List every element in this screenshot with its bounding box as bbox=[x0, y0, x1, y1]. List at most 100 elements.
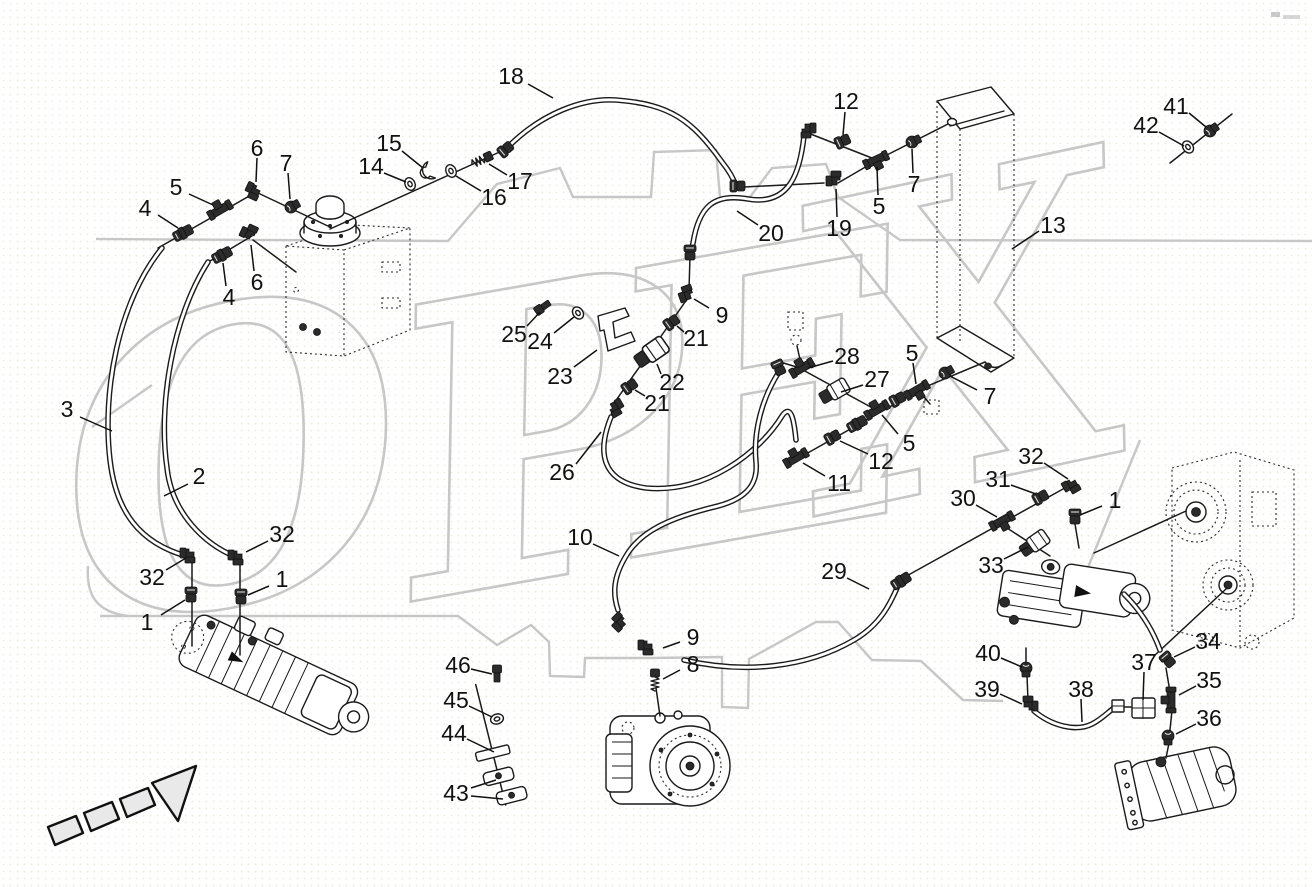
callout-leader-line bbox=[975, 504, 998, 518]
callout-leader-line bbox=[839, 440, 869, 455]
callout-leader-line bbox=[1080, 698, 1083, 723]
callout-leader-line bbox=[222, 262, 227, 287]
callout-45: 45 bbox=[443, 687, 493, 718]
callout-label: 12 bbox=[833, 88, 859, 114]
callout-label: 32 bbox=[269, 521, 295, 547]
callout-leader-line bbox=[662, 669, 681, 680]
block-37 bbox=[1131, 697, 1156, 719]
callout-leader-line bbox=[911, 148, 914, 174]
callout-leader-line bbox=[1175, 723, 1197, 735]
clamp-stack bbox=[474, 683, 528, 806]
callout-35: 35 bbox=[1178, 667, 1222, 696]
callout-32: 32 bbox=[1018, 443, 1069, 480]
callout-leader-line bbox=[1000, 657, 1023, 668]
center-gearbox bbox=[605, 710, 731, 807]
hose-38 bbox=[1031, 705, 1117, 731]
callout-label: 30 bbox=[950, 485, 976, 511]
hose-20 bbox=[688, 133, 807, 256]
callout-5: 5 bbox=[170, 174, 214, 206]
callout-label: 5 bbox=[873, 193, 886, 219]
callout-28: 28 bbox=[807, 343, 860, 369]
callout-leader-line bbox=[1188, 112, 1207, 128]
callout-leader-line bbox=[287, 172, 291, 200]
callout-4: 4 bbox=[222, 262, 236, 310]
callout-16: 16 bbox=[455, 175, 507, 210]
callout-label: 16 bbox=[481, 184, 507, 210]
callout-label: 11 bbox=[827, 470, 851, 496]
callout-leader-line bbox=[1003, 546, 1029, 560]
hydraulic-tank bbox=[285, 195, 411, 357]
callout-label: 6 bbox=[251, 269, 264, 295]
callout-leader-line bbox=[1173, 646, 1196, 658]
hoses bbox=[105, 97, 1163, 731]
callout-leader-line bbox=[912, 362, 917, 385]
callout-label: 39 bbox=[974, 676, 1000, 702]
direction-arrow-icon bbox=[46, 764, 198, 847]
callout-label: 21 bbox=[683, 325, 709, 351]
callout-42: 42 bbox=[1133, 112, 1185, 147]
callout-label: 38 bbox=[1068, 676, 1094, 702]
callout-label: 45 bbox=[443, 687, 469, 713]
hose-34 bbox=[1121, 591, 1163, 653]
callout-leader-line bbox=[575, 431, 602, 465]
callout-leader-line bbox=[553, 316, 575, 334]
callout-label: 40 bbox=[975, 640, 1001, 666]
callout-label: 4 bbox=[223, 284, 236, 310]
callout-leader-line bbox=[1178, 685, 1197, 696]
callout-32: 32 bbox=[245, 521, 295, 553]
callout-label: 7 bbox=[280, 150, 293, 176]
oil-cooler bbox=[936, 86, 1015, 373]
callout-leader-line bbox=[807, 360, 834, 369]
callout-leader-line bbox=[245, 540, 269, 553]
bracket bbox=[597, 307, 636, 352]
callout-leader-line bbox=[1011, 230, 1040, 250]
callout-44: 44 bbox=[441, 720, 495, 753]
callout-11: 11 bbox=[802, 462, 851, 496]
callout-label: 35 bbox=[1196, 667, 1222, 693]
callout-label: 1 bbox=[141, 609, 154, 635]
callout-leader-line bbox=[846, 577, 870, 590]
callout-label: 43 bbox=[443, 780, 469, 806]
callout-label: 37 bbox=[1131, 649, 1157, 675]
callout-10: 10 bbox=[567, 524, 620, 557]
callout-3: 3 bbox=[61, 396, 113, 432]
callout-29: 29 bbox=[821, 558, 870, 590]
callout-leader-line bbox=[466, 738, 495, 753]
left-pump bbox=[171, 614, 370, 736]
callout-leader-line bbox=[656, 363, 662, 375]
hose-2 bbox=[161, 259, 239, 560]
callout-label: 32 bbox=[1018, 443, 1044, 469]
callout-19: 19 bbox=[826, 188, 852, 241]
callout-31: 31 bbox=[985, 466, 1037, 495]
callout-leader-line bbox=[736, 210, 759, 226]
callout-leader-line bbox=[255, 157, 258, 183]
callout-21: 21 bbox=[634, 389, 670, 416]
callout-17: 17 bbox=[488, 163, 533, 194]
callout-leader-line bbox=[188, 193, 214, 206]
callout-9: 9 bbox=[693, 298, 728, 328]
callout-label: 15 bbox=[376, 130, 402, 156]
callout-7: 7 bbox=[908, 148, 920, 197]
callout-leader-line bbox=[999, 693, 1023, 705]
callout-34: 34 bbox=[1173, 628, 1221, 658]
callout-leader-line bbox=[802, 462, 826, 477]
callout-leader-line bbox=[247, 585, 270, 596]
callout-leader-line bbox=[1142, 671, 1145, 701]
callout-leader-line bbox=[527, 83, 554, 99]
callout-leader-line bbox=[835, 188, 838, 218]
callout-label: 33 bbox=[978, 552, 1004, 578]
callout-label: 29 bbox=[821, 558, 847, 584]
callout-5: 5 bbox=[906, 340, 918, 385]
callout-label: 25 bbox=[501, 321, 527, 347]
callout-label: 13 bbox=[1040, 212, 1066, 238]
callout-label: 46 bbox=[445, 652, 471, 678]
callout-label: 8 bbox=[687, 651, 700, 677]
callout-18: 18 bbox=[498, 63, 554, 99]
callout-leader-line bbox=[470, 795, 504, 800]
callout-24: 24 bbox=[527, 316, 575, 354]
right-gearbox bbox=[1165, 451, 1295, 650]
callout-label: 21 bbox=[644, 390, 670, 416]
callout-leader-line bbox=[876, 166, 879, 196]
